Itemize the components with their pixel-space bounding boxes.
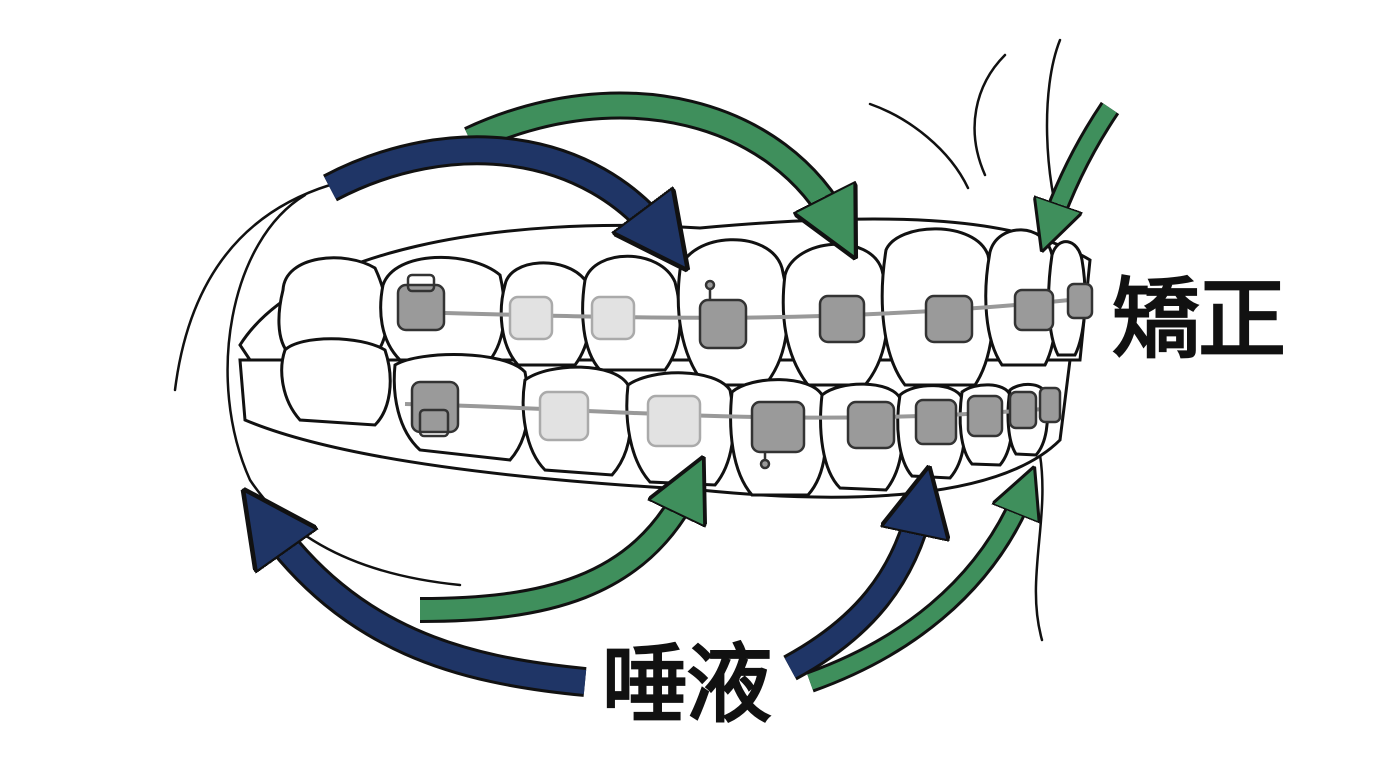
curved-arrow-icon — [419, 485, 690, 620]
bracket-icon — [396, 273, 446, 332]
bracket-icon — [1038, 386, 1062, 424]
bracket-icon — [750, 400, 806, 470]
curved-arrow-icon — [784, 500, 922, 678]
lower-brackets — [410, 380, 1062, 470]
bracket-icon — [646, 394, 702, 448]
bracket-icon — [538, 390, 590, 442]
bracket-icon — [590, 295, 636, 341]
bracket-icon — [1066, 282, 1094, 320]
curved-arrow-icon — [265, 520, 587, 694]
bracket-icon — [966, 394, 1004, 438]
bracket-icon — [698, 279, 748, 350]
bracket-icon — [914, 398, 958, 446]
curved-arrow-icon — [465, 94, 840, 228]
saliva-label: 唾液 — [602, 635, 772, 735]
bracket-icon — [846, 400, 896, 450]
bracket-icon — [1008, 390, 1038, 430]
bracket-icon — [924, 294, 974, 344]
upper-brackets — [396, 273, 1094, 350]
curved-arrow-icon — [324, 138, 665, 240]
bracket-icon — [410, 380, 460, 438]
face-contours — [173, 38, 1064, 642]
bracket-icon — [1013, 288, 1055, 332]
curved-arrow-icon — [1050, 103, 1117, 228]
braces-label: 矯正 — [1112, 268, 1286, 371]
saliva-flow-arrows — [265, 91, 1120, 697]
curved-arrow-icon — [807, 490, 1025, 690]
bracket-icon — [508, 295, 554, 341]
lower-molar-back — [280, 337, 392, 427]
bracket-icon — [818, 294, 866, 344]
